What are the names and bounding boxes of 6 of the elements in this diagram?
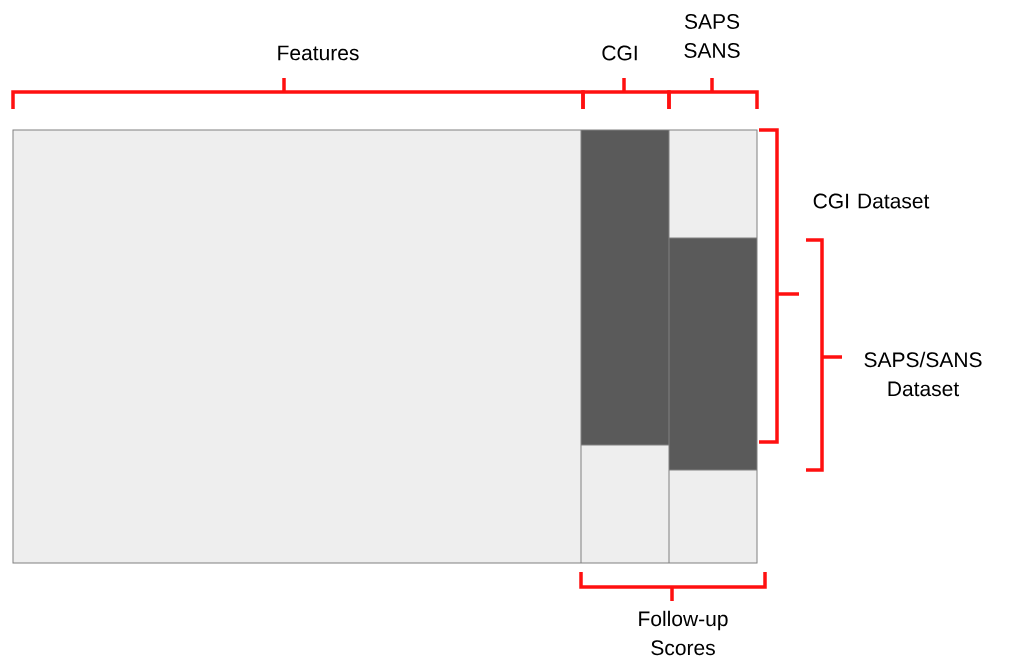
bracket-label: Follow-up Scores [639, 610, 728, 656]
bracket-label: CGI [602, 45, 637, 61]
bracket-label: Features [278, 45, 359, 61]
bracket-label: SAPS SANS [684, 14, 740, 58]
bracket-label: CGI Dataset [813, 193, 930, 209]
bracket-label: SAPS/SANS Dataset [864, 351, 982, 397]
